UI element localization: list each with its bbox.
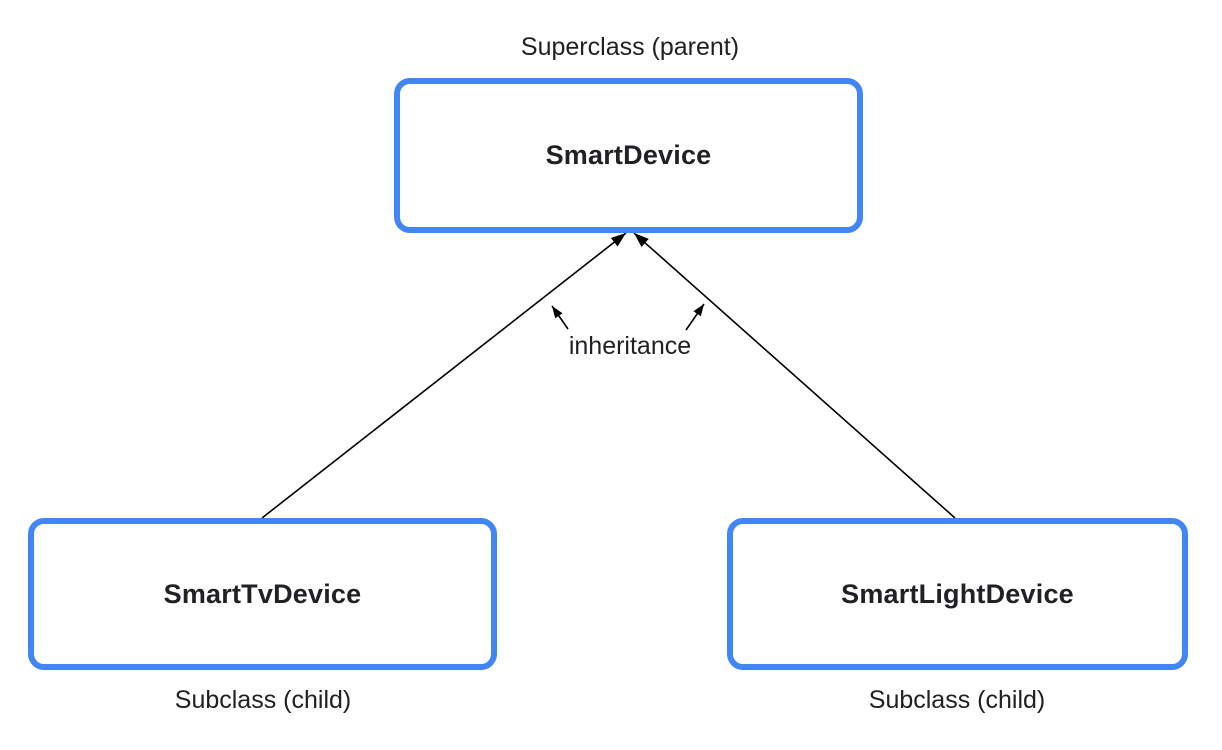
inheritance-pointer-right-icon (685, 303, 705, 331)
superclass-role-label: Superclass (parent) (520, 33, 740, 61)
subclass-box-smarttvdevice: SmartTvDevice (28, 518, 497, 670)
inheritance-arrow-right (633, 232, 956, 519)
superclass-box-smartdevice: SmartDevice (394, 78, 863, 233)
inheritance-arrow-left (261, 232, 627, 519)
inheritance-label: inheritance (568, 332, 692, 360)
subclass-box-smartlightdevice: SmartLightDevice (727, 518, 1188, 670)
inheritance-pointer-left-icon (551, 305, 569, 330)
subclass-right-role-label: Subclass (child) (868, 686, 1046, 714)
superclass-name: SmartDevice (545, 140, 712, 170)
subclass-left-role-label: Subclass (child) (174, 686, 352, 714)
subclass-right-name: SmartLightDevice (841, 578, 1074, 609)
subclass-left-name: SmartTvDevice (163, 578, 362, 609)
